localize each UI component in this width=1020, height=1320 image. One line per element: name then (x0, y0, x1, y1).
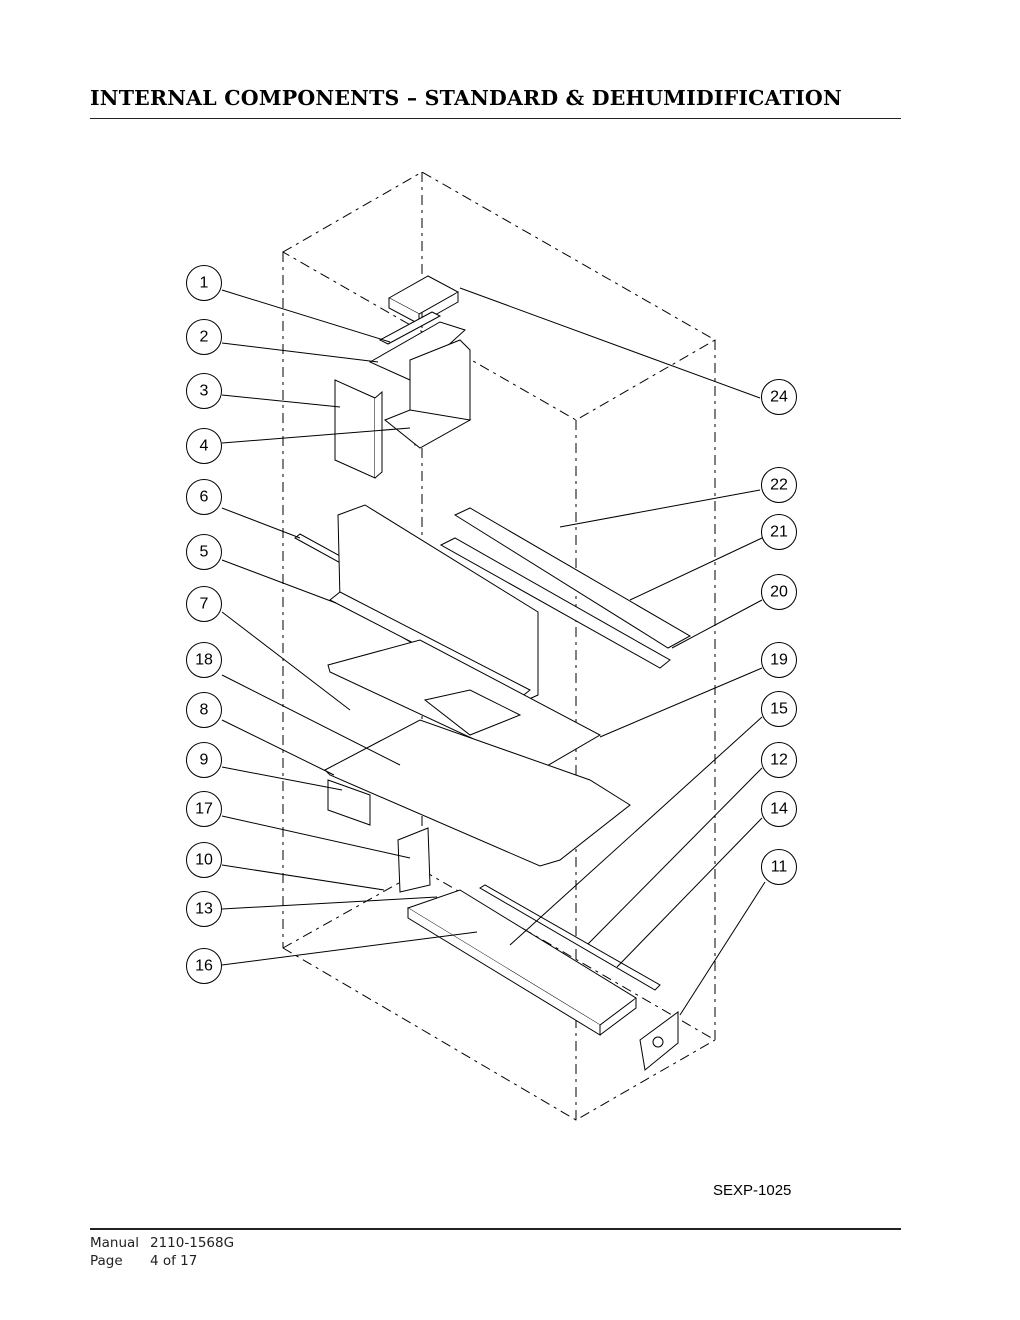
page-label: Page (90, 1253, 123, 1269)
callout-number: 3 (200, 383, 209, 400)
leader-lines (221, 287, 766, 1016)
footer-divider (90, 1228, 901, 1230)
callout-number: 5 (200, 544, 209, 561)
drawing-reference-code: SEXP-1025 (713, 1182, 792, 1199)
callout-number: 24 (770, 389, 788, 406)
page-number: 4 of 17 (150, 1253, 198, 1269)
callout-number: 17 (195, 801, 213, 818)
callout-number: 10 (195, 852, 213, 869)
callout-number: 18 (195, 652, 213, 669)
callout-number: 8 (200, 702, 209, 719)
callout-number: 7 (200, 596, 209, 613)
callout-number: 12 (770, 752, 788, 769)
callout-circles (186, 265, 797, 984)
callout-number: 20 (770, 584, 788, 601)
page-title: INTERNAL COMPONENTS – STANDARD & DEHUMID… (90, 86, 842, 110)
footer-page-row: Page 4 of 17 (90, 1252, 234, 1270)
footer-manual-row: Manual 2110-1568G (90, 1234, 234, 1252)
page-footer: Manual 2110-1568G Page 4 of 17 (90, 1234, 234, 1270)
callout-number: 22 (770, 477, 788, 494)
manual-label: Manual (90, 1235, 140, 1251)
callout-number: 4 (200, 438, 209, 455)
component-parts (294, 275, 692, 1071)
callout-number: 11 (771, 859, 788, 876)
callout-number: 15 (770, 701, 788, 718)
callout-number: 13 (195, 901, 213, 918)
manual-number: 2110-1568G (150, 1235, 235, 1251)
callout-number: 1 (200, 275, 209, 292)
callout-number: 19 (770, 652, 788, 669)
callout-number: 21 (770, 524, 788, 541)
callout-number: 9 (200, 752, 209, 769)
title-divider (90, 118, 901, 119)
callout-number: 16 (195, 958, 213, 975)
callout-number: 14 (770, 801, 788, 818)
callout-number: 2 (200, 329, 209, 346)
callout-number: 6 (200, 489, 209, 506)
